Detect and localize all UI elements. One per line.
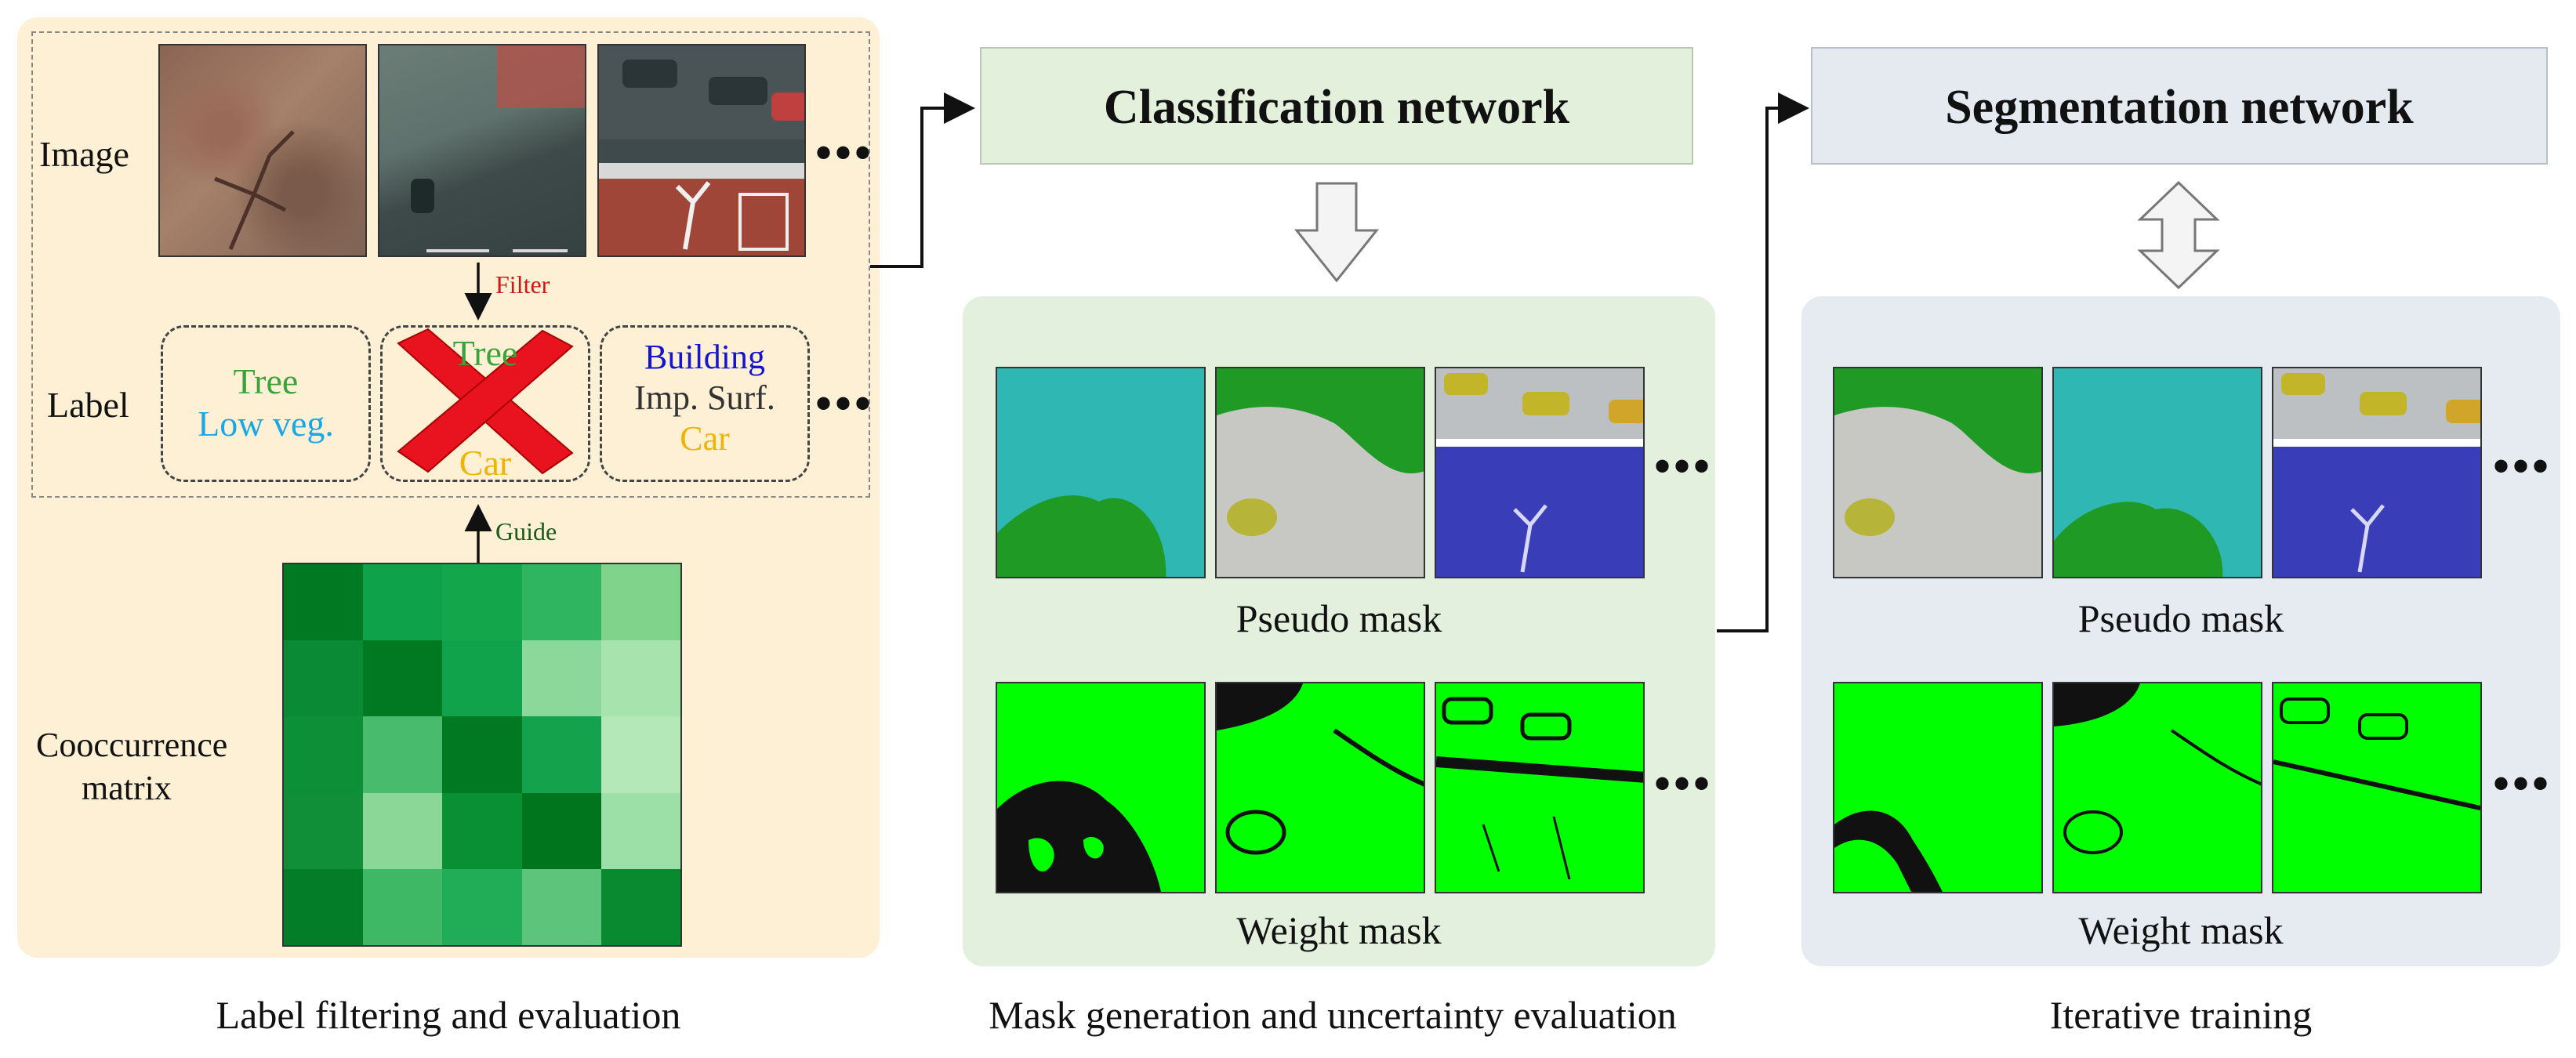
pseudo-mask-ellipsis-right: ••• (2493, 440, 2552, 492)
pseudo-mask-ellipsis-middle: ••• (1654, 440, 1714, 492)
label-set-2-filtered: Tree Car (380, 325, 590, 483)
matrix-cell-2-4 (600, 716, 680, 793)
uncertain-region (1834, 810, 1943, 892)
weight-mask-caption-middle: Weight mask (1236, 908, 1442, 952)
refined-weight-mask-3 (2272, 682, 2482, 893)
matrix-cell-0-3 (521, 564, 601, 641)
matrix-cell-0-1 (363, 564, 443, 641)
tree-region (2054, 502, 2223, 577)
matrix-cell-2-3 (521, 716, 601, 793)
bidirectional-arrow-icon (2137, 180, 2220, 290)
weight-mask-3 (1435, 682, 1645, 893)
matrix-cell-4-4 (600, 868, 680, 945)
street-region (2273, 368, 2480, 573)
label-low-veg: Low veg. (198, 404, 334, 444)
matrix-cell-0-4 (600, 564, 680, 641)
left-caption: Label filtering and evaluation (216, 993, 681, 1037)
weight-mask-2 (1215, 682, 1425, 893)
input-region-dashed-border (31, 31, 870, 498)
road-scene (411, 45, 585, 252)
weight-mask-ellipsis-middle: ••• (1654, 758, 1714, 810)
matrix-label-line1: Cooccurrence (36, 726, 228, 764)
middle-caption: Mask generation and uncertainty evaluati… (989, 993, 1677, 1037)
refined-pseudo-mask-2 (2052, 367, 2262, 578)
tree-branch-sketch (214, 130, 295, 250)
refined-weight-mask-1 (1833, 682, 2043, 893)
classification-network-box: Classification network (980, 47, 1693, 165)
refined-pseudo-mask-3 (2272, 367, 2482, 578)
matrix-cell-3-0 (284, 792, 364, 869)
tree-region (997, 495, 1166, 577)
matrix-cell-3-3 (521, 792, 601, 869)
label-set-1: Tree Low veg. (161, 325, 371, 482)
pseudo-mask-1 (996, 367, 1206, 578)
pseudo-mask-caption-middle: Pseudo mask (1235, 596, 1442, 640)
cooccurrence-matrix (282, 563, 682, 947)
matrix-cell-2-2 (442, 716, 522, 793)
uncertain-street-edges (2273, 697, 2480, 811)
matrix-cell-3-4 (600, 792, 680, 869)
matrix-cell-3-2 (442, 792, 522, 869)
matrix-cell-4-0 (284, 868, 364, 945)
guide-label: Guide (495, 517, 557, 545)
filter-label: Filter (495, 270, 550, 299)
refined-pseudo-mask-1 (1833, 367, 2043, 578)
label-row-label: Label (47, 385, 129, 425)
uncertain-region (997, 781, 1162, 892)
image-row-label: Image (39, 134, 129, 174)
label-building: Building (644, 338, 766, 376)
matrix-cell-4-2 (442, 868, 522, 945)
pseudo-mask-caption-right: Pseudo mask (2077, 596, 2284, 640)
pseudo-mask-3 (1435, 367, 1645, 578)
label-car: Car (680, 419, 730, 458)
matrix-cell-2-0 (284, 716, 364, 793)
matrix-cell-1-1 (363, 640, 443, 717)
label-tree-crossed: Tree (452, 333, 518, 373)
uncertain-edges (2054, 683, 2261, 854)
weight-mask-1 (996, 682, 1206, 893)
matrix-cell-1-4 (600, 640, 680, 717)
street-region (1436, 368, 1643, 573)
input-image-2 (378, 44, 586, 257)
matrix-cell-1-2 (442, 640, 522, 717)
segmentation-network-title: Segmentation network (1945, 81, 2414, 134)
matrix-cell-1-0 (284, 640, 364, 717)
weight-mask-ellipsis-right: ••• (2493, 758, 2552, 810)
uncertain-edges (1217, 683, 1424, 855)
matrix-cell-0-2 (442, 564, 522, 641)
input-image-1 (158, 44, 367, 257)
matrix-label-line2: matrix (82, 769, 172, 807)
road-tree-region (1834, 368, 2041, 536)
label-imp-surf: Imp. Surf. (634, 379, 775, 417)
refined-weight-mask-2 (2052, 682, 2262, 893)
filter-cross-icon (397, 328, 574, 475)
matrix-cell-4-1 (363, 868, 443, 945)
label-row-ellipsis: ••• (815, 378, 875, 429)
right-caption: Iterative training (2049, 993, 2313, 1037)
segmentation-network-box: Segmentation network (1811, 47, 2548, 165)
classification-network-title: Classification network (1103, 81, 1570, 134)
weight-mask-caption-right: Weight mask (2078, 908, 2284, 952)
pseudo-mask-2 (1215, 367, 1425, 578)
label-set-3: Building Imp. Surf. Car (600, 325, 810, 482)
street-scene (599, 45, 804, 255)
matrix-cell-2-1 (363, 716, 443, 793)
matrix-cell-1-3 (521, 640, 601, 717)
matrix-cell-0-0 (284, 564, 364, 641)
label-tree: Tree (233, 361, 299, 401)
road-tree-region (1217, 368, 1424, 536)
label-car-crossed: Car (459, 443, 512, 483)
matrix-cell-3-1 (363, 792, 443, 869)
matrix-cell-4-3 (521, 868, 601, 945)
down-arrow-icon (1293, 182, 1380, 283)
input-image-3 (597, 44, 806, 257)
uncertain-street-edges (1436, 697, 1643, 880)
